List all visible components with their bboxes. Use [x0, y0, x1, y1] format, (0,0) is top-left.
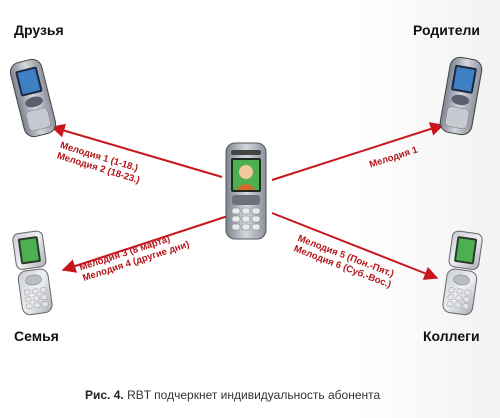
arrow-to-family — [61, 215, 229, 273]
friends-phone-icon — [9, 58, 57, 138]
arrow-to-colleagues — [271, 212, 439, 280]
colleagues-phone-icon — [442, 230, 483, 316]
center-phone-icon — [225, 142, 267, 240]
arrow-to-parents — [271, 122, 445, 181]
family-phone-icon — [12, 230, 53, 316]
label-friends: Друзья — [14, 22, 64, 38]
figure-caption: Рис. 4. RBT подчеркнет индивидуальность … — [85, 388, 380, 402]
figure-caption-number: Рис. 4. — [85, 388, 124, 402]
label-parents: Родители — [413, 22, 480, 38]
figure-caption-text: RBT подчеркнет индивидуальность абонента — [123, 388, 381, 402]
parents-phone-icon — [439, 56, 483, 136]
arrow-to-friends — [50, 123, 223, 178]
label-family: Семья — [14, 328, 59, 344]
label-colleagues: Коллеги — [423, 328, 480, 344]
